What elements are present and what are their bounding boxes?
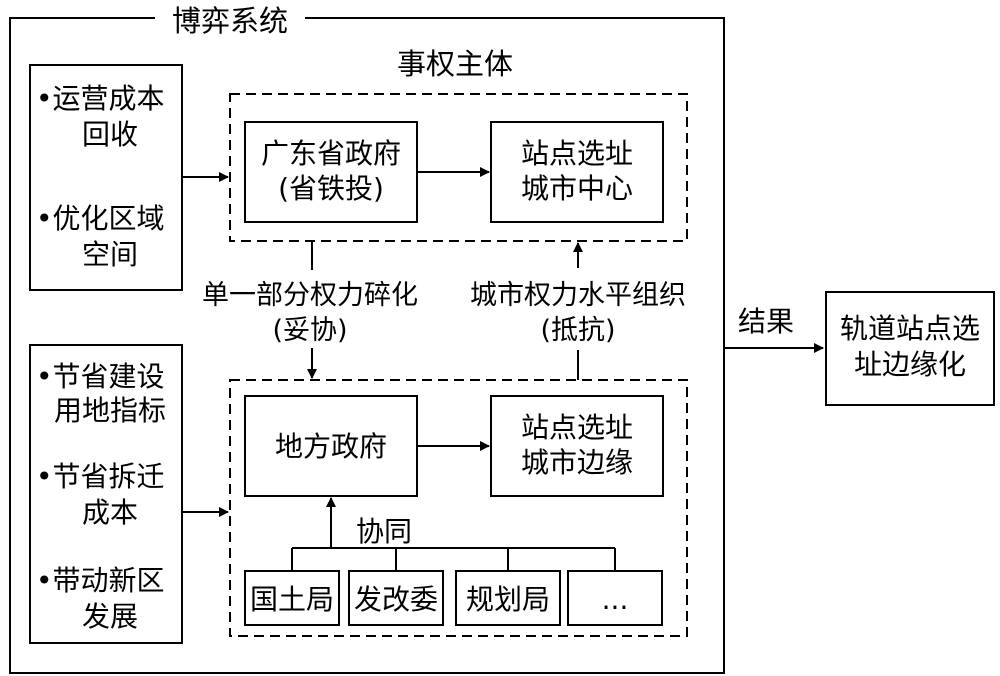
local-government-label: 地方政府	[275, 430, 387, 463]
city-center-site-box	[490, 121, 664, 223]
lower-motive-1-line1: •节省建设	[36, 360, 165, 393]
coordination-label: 协同	[356, 515, 412, 548]
result-line2: 址边缘化	[854, 348, 966, 381]
subject-title: 事权主体	[397, 47, 513, 81]
department-land: 国土局	[250, 583, 334, 616]
provincial-government-line2: (省铁投)	[278, 172, 384, 205]
provincial-government-line1: 广东省政府	[261, 137, 401, 170]
lower-dashed-group	[229, 379, 688, 637]
department-box-planning	[455, 570, 561, 626]
department-development: 发改委	[354, 583, 438, 616]
city-edge-site-line2: 城市边缘	[521, 446, 633, 479]
lower-motive-3-line1: •带动新区	[36, 564, 165, 597]
system-title: 博弈系统	[172, 4, 288, 38]
upper-motive-2-line1: •优化区域	[36, 202, 165, 235]
department-box-land	[244, 570, 340, 626]
system-frame	[9, 17, 725, 674]
city-center-site-line2: 城市中心	[521, 172, 633, 205]
city-edge-site-line1: 站点选址	[521, 411, 633, 444]
flow-right-line1: 城市权力水平组织	[470, 280, 686, 311]
flow-right-line2: (抵抗)	[540, 315, 615, 346]
department-box-more	[567, 570, 663, 626]
lower-motives-box	[29, 344, 183, 644]
upper-motive-1-line2: 回收	[82, 118, 138, 151]
city-center-site-line1: 站点选址	[521, 137, 633, 170]
result-arrow-label: 结果	[738, 305, 794, 338]
flow-left-line1: 单一部分权力碎化	[202, 280, 418, 311]
flow-left-line2: (妥协)	[272, 315, 347, 346]
department-more: ...	[602, 583, 629, 616]
upper-motive-2-line2: 空间	[82, 238, 138, 271]
upper-motive-1-line1: •运营成本	[36, 82, 165, 115]
lower-motive-2-line2: 成本	[82, 496, 138, 529]
result-box	[825, 291, 995, 406]
lower-motive-2-line1: •节省拆迁	[36, 460, 165, 493]
city-edge-site-box	[490, 395, 664, 497]
department-planning: 规划局	[466, 583, 550, 616]
upper-dashed-group	[229, 93, 688, 242]
lower-motive-1-line2: 用地指标	[54, 394, 166, 427]
result-line1: 轨道站点选	[840, 312, 980, 345]
lower-motive-3-line2: 发展	[82, 600, 138, 633]
department-box-development	[348, 570, 444, 626]
